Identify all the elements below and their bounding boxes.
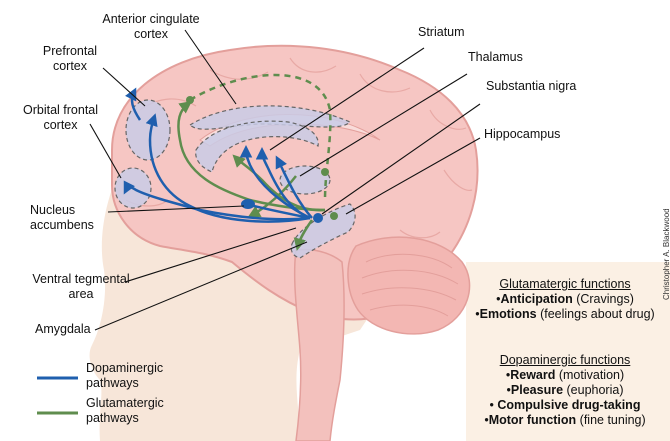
label-orbital-frontal-cortex: Orbital frontal cortex xyxy=(8,103,113,133)
dopaminergic-functions-box: Dopaminergic functions •Reward (motivati… xyxy=(470,353,660,428)
glutamatergic-function-item: •Anticipation (Cravings) xyxy=(470,292,660,307)
legend-glutamatergic-label: Glutamatergic pathways xyxy=(86,396,176,426)
label-striatum: Striatum xyxy=(418,25,488,40)
label-prefrontal-cortex: Prefrontal cortex xyxy=(30,44,110,74)
label-hippocampus: Hippocampus xyxy=(484,127,584,142)
label-thalamus: Thalamus xyxy=(468,50,548,65)
glutamatergic-function-item: •Emotions (feelings about drug) xyxy=(470,307,660,322)
label-amygdala: Amygdala xyxy=(35,322,115,337)
dopaminergic-function-item: •Reward (motivation) xyxy=(470,368,660,383)
glutamatergic-functions-box: Glutamatergic functions •Anticipation (C… xyxy=(470,277,660,322)
label-substantia-nigra: Substantia nigra xyxy=(486,79,606,94)
dopaminergic-function-item: • Compulsive drug-taking xyxy=(470,398,660,413)
glutamatergic-functions-heading: Glutamatergic functions xyxy=(470,277,660,292)
dopaminergic-function-item: •Motor function (fine tuning) xyxy=(470,413,660,428)
legend-dopaminergic-label: Dopaminergic pathways xyxy=(86,361,176,391)
cerebellum xyxy=(348,237,470,334)
label-ventral-tegmental-area: Ventral tegmental area xyxy=(16,272,146,302)
author-credit: Christopher A. Blackwood xyxy=(662,208,670,300)
label-nucleus-accumbens: Nucleus accumbens xyxy=(30,203,120,233)
brain-stem xyxy=(295,250,345,441)
dopaminergic-functions-heading: Dopaminergic functions xyxy=(470,353,660,368)
dopaminergic-function-item: •Pleasure (euphoria) xyxy=(470,383,660,398)
label-anterior-cingulate-cortex: Anterior cingulate cortex xyxy=(85,12,217,42)
